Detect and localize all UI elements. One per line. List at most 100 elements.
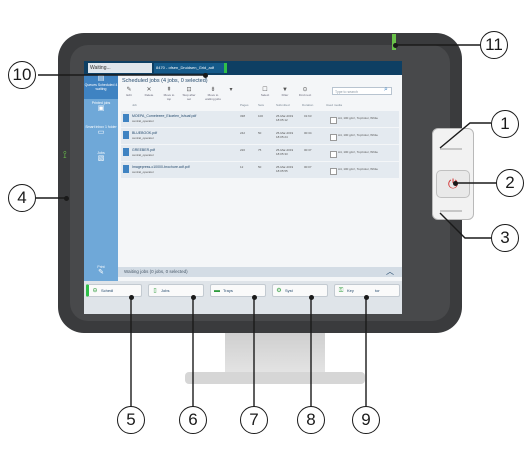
search-input[interactable]: Type to search — [332, 87, 392, 95]
filter-icon: ▼ — [282, 87, 288, 93]
toolbar-label: Move to top — [163, 93, 175, 101]
toolbar-label: Edit — [126, 93, 132, 97]
media-icon — [330, 168, 337, 175]
document-icon — [123, 114, 129, 122]
job-user: central_operator — [132, 119, 154, 123]
column-header[interactable]: Submitted — [276, 103, 290, 107]
toolbar-label: Find next — [298, 93, 312, 97]
printer-status-text[interactable]: Waiting... — [88, 63, 152, 73]
toolbar-label: Filter — [281, 93, 289, 97]
system-button[interactable]: ⚙Syst — [272, 284, 328, 297]
sidebar-item-queues[interactable]: ▤ Queues Scheduled 4 waiting — [84, 75, 118, 99]
media-icon — [330, 117, 337, 124]
table-header: Job Pages Sets Submitted Duration Used m… — [118, 103, 402, 109]
media-icon — [330, 151, 337, 158]
sidebar-item-jobs[interactable]: Jobs ▧ — [84, 151, 118, 171]
status-light-strip — [392, 34, 396, 50]
table-row[interactable]: Imagepress-c10000-brochure.adf.pdf centr… — [121, 162, 399, 179]
job-duration: 01:63 — [304, 114, 312, 118]
job-pages: 242 — [240, 131, 246, 135]
callout-9: 9 — [352, 406, 380, 434]
callout-7: 7 — [240, 406, 268, 434]
job-pages: 220 — [240, 148, 246, 152]
bottom-navigation: ⊖Schedl ▯Jobs ▬Trays ⚙Syst ⚿Key tor — [84, 281, 402, 314]
select-icon: ☐ — [262, 87, 268, 93]
schedule-button[interactable]: ⊖Schedl — [86, 284, 142, 297]
document-icon — [123, 148, 129, 156]
column-header[interactable]: Used media — [326, 103, 343, 107]
schedule-label: Schedl — [101, 288, 114, 293]
find-icon: ⊙ — [302, 87, 308, 93]
delete-button[interactable]: ✕Delete — [142, 86, 156, 98]
callout-11: 11 — [480, 31, 508, 59]
sidebar-item-label: Print — [97, 265, 105, 269]
callout-dot — [203, 73, 208, 78]
table-row[interactable]: GREEBER.pdf central_operator 220 75 25-M… — [121, 145, 399, 162]
status-indicator — [224, 63, 227, 73]
move-up-icon: ⇞ — [166, 87, 172, 93]
toolbar-label: Delete — [144, 93, 154, 97]
system-icon: ⚙ — [276, 288, 282, 294]
print-icon: ✎ — [98, 269, 104, 276]
callout-dot — [393, 43, 398, 48]
table-row[interactable]: MOEPA_Corneleeee_Ekoelen_Ishuaf.pdf cent… — [121, 111, 399, 128]
sidebar-item-label: Queues Scheduled 4 waiting — [84, 83, 118, 91]
filter-button[interactable]: ▼Filter — [278, 86, 292, 98]
column-header[interactable]: Sets — [258, 103, 265, 107]
column-header[interactable]: Pages — [240, 103, 249, 107]
usb-port-icon[interactable]: ⟟ — [63, 150, 67, 161]
callout-dot — [64, 196, 69, 201]
sidebar-item-label: Smart inbox 1 folder — [85, 125, 117, 129]
edit-button[interactable]: ✎Edit — [122, 86, 136, 98]
callout-6: 6 — [179, 406, 207, 434]
trays-icon: ▬ — [214, 288, 220, 294]
more-icon: ▾ — [229, 87, 233, 93]
current-job-text[interactable]: 8470 - ofsen_Druidsen_Grid_adf — [154, 63, 224, 73]
callout-4: 4 — [8, 184, 36, 212]
select-button[interactable]: ☐Select — [258, 86, 272, 98]
callout-2: 2 — [496, 169, 524, 197]
jobs-icon: ▯ — [153, 288, 157, 294]
callout-dot — [129, 295, 134, 300]
side-button-lower[interactable] — [440, 210, 462, 212]
sidebar-item-printed[interactable]: Printed jobs ▣ — [84, 101, 118, 115]
job-name: Imagepress-c10000-brochure.adf.pdf — [132, 165, 190, 169]
jobs-label: Jobs — [161, 288, 170, 293]
find-next-button[interactable]: ⊙Find next — [298, 86, 312, 98]
move-to-top-button[interactable]: ⇞Move to top — [162, 86, 176, 101]
power-button[interactable]: ⏻ — [436, 170, 470, 198]
waiting-jobs-bar[interactable]: Waiting jobs (0 jobs, 0 selected) ︿ — [118, 267, 402, 277]
more-button[interactable]: ▾ — [224, 86, 238, 94]
move-to-waiting-button[interactable]: ⇟Move to waiting jobs — [204, 86, 222, 101]
page-title: Scheduled jobs (4 jobs, 0 selected) — [122, 78, 208, 84]
monitor-stand-base — [185, 372, 365, 384]
side-button-upper[interactable] — [440, 148, 462, 150]
waiting-jobs-label: Waiting jobs (0 jobs, 0 selected) — [124, 269, 188, 274]
callout-dot — [252, 295, 257, 300]
column-header[interactable]: Duration — [302, 103, 314, 107]
trays-button[interactable]: ▬Trays — [210, 284, 266, 297]
search-icon[interactable]: ⌕ — [384, 86, 388, 93]
queue-icon: ▤ — [97, 75, 105, 82]
sidebar-item-smart-inbox[interactable]: Smart inbox 1 folder ▭ — [84, 125, 118, 145]
column-header[interactable]: Job — [132, 103, 137, 107]
job-duration: 00:34 — [304, 131, 312, 135]
sidebar: ▤ Queues Scheduled 4 waiting Printed job… — [84, 75, 118, 289]
table-row[interactable]: BLUEBOOK.pdf central_operator 242 50 25-… — [121, 128, 399, 145]
media-icon — [330, 134, 337, 141]
chevron-up-icon[interactable]: ︿ — [386, 267, 394, 276]
job-submitted: 25-Mar-2019 18:05:24 — [276, 131, 294, 139]
sidebar-item-print[interactable]: Print ✎ — [84, 265, 118, 285]
stop-icon: ⊡ — [186, 87, 192, 93]
status-bar: Waiting... 8470 - ofsen_Druidsen_Grid_ad… — [84, 61, 402, 75]
stop-after-set-button[interactable]: ⊡Stop after set — [182, 86, 196, 101]
job-name: GREEBER.pdf — [132, 148, 155, 152]
job-media: A4, 100 g/m², TopColor, White — [338, 150, 378, 154]
jobs-button[interactable]: ▯ Jobs — [148, 284, 204, 297]
callout-dot — [364, 295, 369, 300]
job-toolbar: ✎Edit ✕Delete ⇞Move to top ⊡Stop after s… — [118, 86, 402, 100]
job-sets: 50 — [258, 165, 262, 169]
callout-dot — [453, 181, 458, 186]
job-name: BLUEBOOK.pdf — [132, 131, 158, 135]
